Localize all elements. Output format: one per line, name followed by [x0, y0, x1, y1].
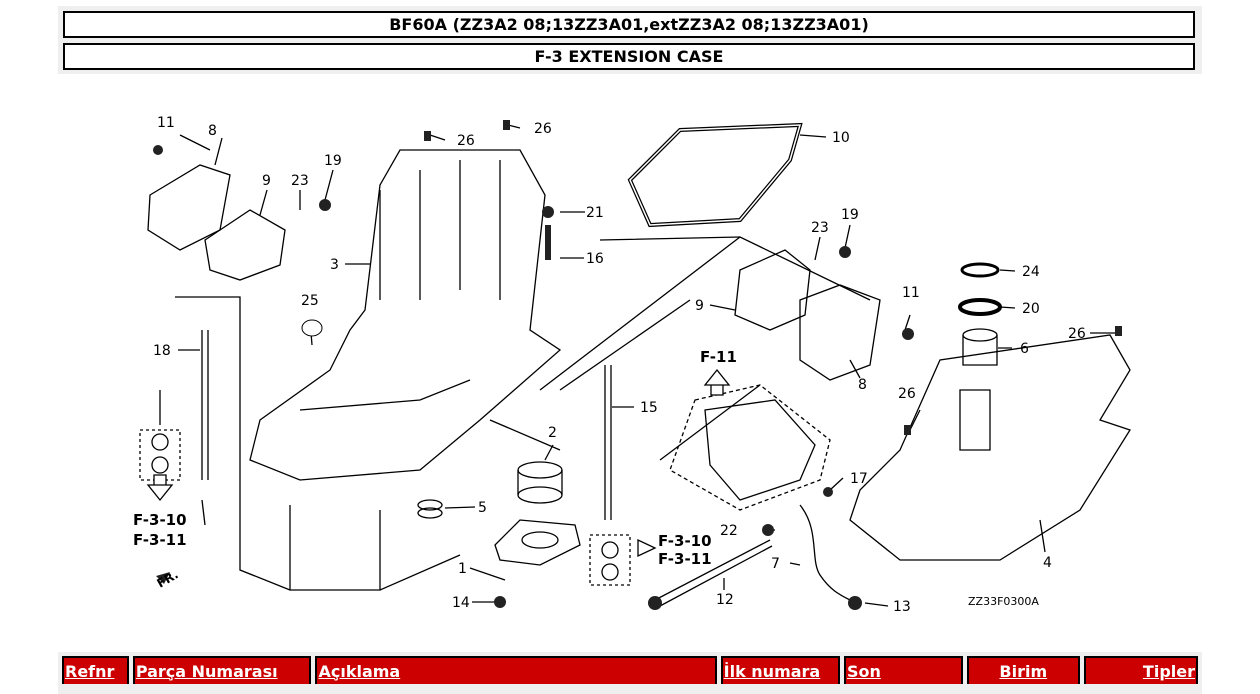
callout: 22 — [720, 523, 738, 539]
col-types[interactable]: Tipler — [1083, 656, 1198, 684]
callout: 16 — [586, 251, 604, 267]
callout: 19 — [841, 207, 859, 223]
callout: 8 — [208, 123, 217, 139]
callout: 18 — [153, 343, 171, 359]
front-label: FR. — [155, 567, 181, 590]
callout: 6 — [1020, 341, 1029, 357]
col-last[interactable]: Son — [843, 656, 963, 684]
callout: 3 — [330, 257, 339, 273]
callout: 25 — [301, 293, 319, 309]
parts-table: Refnr Parça Numarası Açıklama İlk numara… — [58, 652, 1202, 694]
callout: 21 — [586, 205, 604, 221]
callout: 20 — [1022, 301, 1040, 317]
callout: 2 — [548, 425, 557, 441]
section-title: F-3 EXTENSION CASE — [63, 43, 1195, 70]
ref-f3-11[interactable]: F-3-11 — [133, 531, 187, 549]
callout: 15 — [640, 400, 658, 416]
callout: 10 — [832, 130, 850, 146]
callout: 1 — [458, 561, 467, 577]
callout: 19 — [324, 153, 342, 169]
ref-f3-10[interactable]: F-3-10 — [658, 532, 712, 550]
callout: 5 — [478, 500, 487, 516]
model-title: BF60A (ZZ3A2 08;13ZZ3A01,extZZ3A2 08;13Z… — [63, 11, 1195, 38]
extension-case-part — [249, 149, 562, 481]
front-arrow-icon — [132, 572, 170, 600]
callout: 11 — [902, 285, 920, 301]
callout: 26 — [534, 121, 552, 137]
callout: 12 — [716, 592, 734, 608]
callout: 23 — [811, 220, 829, 236]
callout: 26 — [457, 133, 475, 149]
col-refnr[interactable]: Refnr — [62, 656, 129, 684]
callout: 26 — [898, 386, 916, 402]
col-first-number[interactable]: İlk numara — [720, 656, 840, 684]
col-part-number[interactable]: Parça Numarası — [132, 656, 312, 684]
callout: 9 — [695, 298, 704, 314]
callout: 8 — [858, 377, 867, 393]
diagram-code: ZZ33F0300A — [968, 595, 1039, 608]
col-description[interactable]: Açıklama — [315, 656, 717, 684]
callout: 11 — [157, 115, 175, 131]
col-unit[interactable]: Birim — [966, 656, 1080, 684]
ref-f3-10[interactable]: F-3-10 — [133, 511, 187, 529]
callout: 4 — [1043, 555, 1052, 571]
callout: 7 — [771, 556, 780, 572]
callout: 23 — [291, 173, 309, 189]
ref-f3-11[interactable]: F-3-11 — [658, 550, 712, 568]
callout: 24 — [1022, 264, 1040, 280]
ref-f11[interactable]: F-11 — [700, 348, 737, 366]
callout: 9 — [262, 173, 271, 189]
callout: 14 — [452, 595, 470, 611]
callout: 13 — [893, 599, 911, 615]
parts-diagram: 11 8 9 23 19 26 26 10 21 16 3 23 19 24 2… — [132, 115, 1131, 615]
header-panel: BF60A (ZZ3A2 08;13ZZ3A01,extZZ3A2 08;13Z… — [58, 6, 1202, 74]
callout: 17 — [850, 471, 868, 487]
callout: 26 — [1068, 326, 1086, 342]
